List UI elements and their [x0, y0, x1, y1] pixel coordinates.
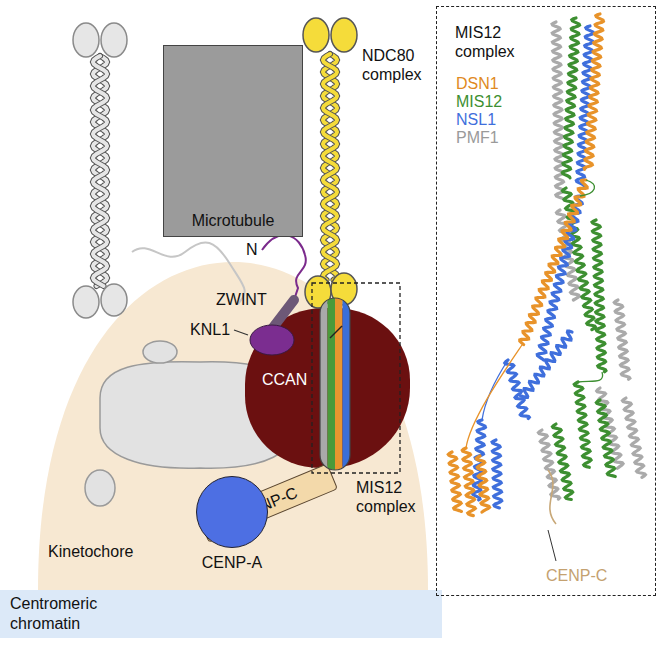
cenp-a-circle: CENP-A: [196, 476, 268, 548]
loop: [580, 180, 595, 196]
mis12-outline: [320, 298, 350, 470]
grey-head: [101, 23, 127, 57]
coil-strand: [93, 56, 107, 286]
coil-outline: [93, 56, 107, 286]
dome-shape: [38, 262, 428, 590]
coil-strand: [323, 54, 337, 280]
cenp-c-strand: [548, 470, 556, 524]
ndc80-head: [331, 18, 357, 52]
grey-coiled-coil: [93, 56, 107, 286]
alpha-helix: [614, 300, 630, 379]
alpha-helix: [623, 398, 646, 477]
grey-head: [73, 23, 99, 57]
alpha-helix: [539, 430, 560, 499]
part-label: MIS12: [456, 92, 502, 111]
zoom-box: [312, 283, 400, 473]
part-label: CENP-C: [546, 566, 607, 585]
alpha-helix: [584, 14, 603, 169]
pmf1-stripe: [320, 298, 328, 470]
node-label: Kinetochore: [48, 542, 133, 561]
nsl1-stripe: [343, 298, 351, 470]
part-label: KNL1: [190, 320, 230, 339]
part-label: MIS12 complex: [356, 478, 434, 516]
node-label: CCAN: [262, 370, 307, 389]
grey-foot: [101, 284, 127, 316]
loop: [466, 345, 522, 448]
mis12-stripe: [328, 298, 336, 470]
alpha-helix: [553, 424, 573, 500]
part-label: ZWINT: [216, 290, 267, 309]
ndc80-coiled-coil: [323, 54, 337, 280]
chromatin-band: Centromeric chromatin: [0, 590, 442, 638]
zwint-n-terminus: [262, 235, 306, 300]
coil-outline: [323, 54, 337, 280]
node-label: Centromeric chromatin: [10, 594, 140, 634]
dsn1-stripe: [335, 298, 343, 470]
alpha-helix: [520, 331, 572, 397]
ndc80-head: [303, 18, 329, 52]
grey-subunit: [143, 341, 177, 363]
node-label: CENP-A: [202, 553, 262, 572]
leader-line: [548, 530, 556, 561]
part-label: PMF1: [456, 128, 499, 147]
loop: [578, 372, 603, 382]
node-label: Microtubule: [192, 211, 275, 230]
coil-outline: [323, 54, 337, 280]
alpha-helix: [574, 382, 591, 467]
alpha-helix: [476, 456, 489, 512]
part-label: NDC80 complex: [362, 46, 436, 84]
node-label: MIS12 complex: [455, 23, 547, 61]
microtubule-box: Microtubule: [163, 45, 303, 237]
alpha-helix: [448, 452, 461, 511]
alpha-helix: [462, 448, 475, 516]
mis12-stripes: [320, 298, 350, 470]
alpha-helix: [492, 440, 502, 508]
alpha-helix: [520, 180, 587, 345]
alpha-helix: [505, 360, 530, 419]
grey-subunit: [85, 470, 115, 506]
tick-mark: [330, 326, 342, 338]
part-label: DSN1: [456, 74, 499, 93]
coil-outline: [93, 56, 107, 286]
alpha-helix: [592, 220, 606, 372]
coil-strand: [323, 54, 337, 280]
grey-foot: [73, 286, 99, 318]
part-label: N: [246, 240, 258, 259]
ribbon-model: [448, 14, 645, 516]
leader-line: [234, 330, 248, 335]
knl1-blob: [250, 325, 294, 355]
part-label: NSL1: [456, 110, 496, 129]
loop: [482, 360, 508, 420]
coil-strand: [93, 56, 107, 286]
alpha-helix: [596, 400, 615, 477]
kinetochore-region: KinetochoreCCANCENP-CCENP-A: [38, 262, 428, 590]
